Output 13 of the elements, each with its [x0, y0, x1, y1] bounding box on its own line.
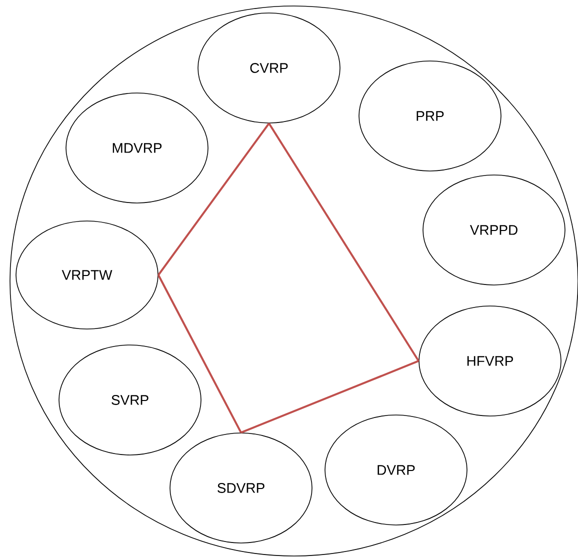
connector-line	[268, 122, 420, 362]
ellipse-node: VRPPD	[422, 174, 566, 286]
ellipse-node: SVRP	[58, 344, 202, 456]
ellipse-node: VRPTW	[16, 220, 158, 330]
connector-line	[158, 274, 242, 434]
ellipse-node: MDVRP	[66, 92, 208, 204]
connector-line	[240, 360, 419, 434]
ellipse-node: DVRP	[324, 414, 468, 526]
ellipse-node: SDVRP	[170, 432, 312, 544]
connector-line	[158, 122, 270, 276]
ellipse-node: CVRP	[198, 12, 340, 124]
ellipse-node: HFVRP	[418, 306, 562, 416]
ellipse-node: PRP	[358, 60, 502, 172]
